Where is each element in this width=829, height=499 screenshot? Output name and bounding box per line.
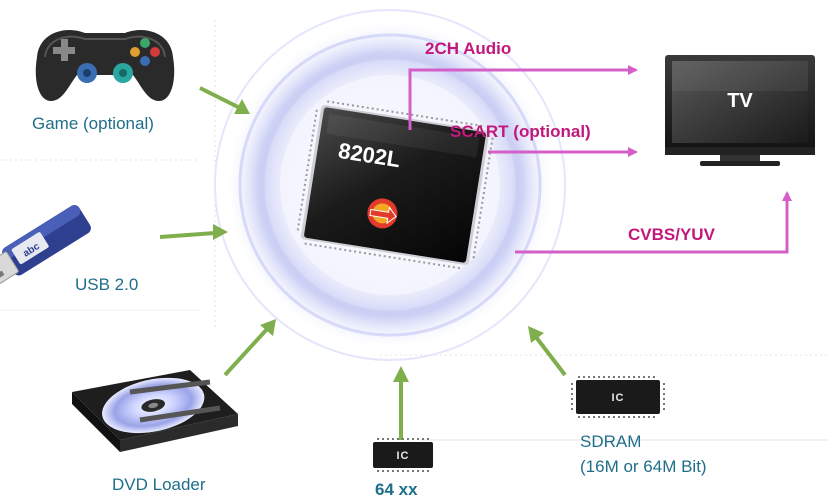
audio-output-label: 2CH Audio — [425, 39, 511, 58]
game-label: Game (optional) — [32, 114, 154, 133]
sdram-input-arrow — [528, 326, 567, 377]
tv-label: TV — [727, 90, 753, 112]
cvbs-output-label: CVBS/YUV — [628, 225, 716, 244]
sdram-label-line2: (16M or 64M Bit) — [580, 457, 707, 476]
usb-label: USB 2.0 — [75, 275, 138, 294]
dvd-loader-icon — [72, 370, 238, 452]
sdram-label-line1: SDRAM — [580, 432, 641, 451]
dvd-input-arrow — [223, 319, 276, 377]
game-input-arrow — [199, 86, 250, 114]
usb-input-arrow — [159, 224, 228, 240]
flash-label: 64 xx — [375, 480, 418, 499]
scart-output-label: SCART (optional) — [450, 122, 591, 141]
sdram-ic-label: IC — [612, 392, 625, 404]
gamepad-icon — [35, 30, 175, 101]
television-icon: TV — [665, 55, 815, 166]
input-arrows — [159, 86, 567, 440]
decoder-chip: 8202L — [296, 100, 494, 270]
audio-output-arrow — [408, 65, 638, 130]
sdram-ic-icon: IC — [571, 376, 665, 418]
usb-drive-icon: abc — [0, 205, 91, 286]
output-arrows — [408, 65, 792, 254]
cvbs-output-arrow — [515, 191, 792, 254]
flash-ic-icon: IC — [373, 438, 433, 472]
flash-ic-label: IC — [397, 450, 410, 462]
dvd-label: DVD Loader — [112, 475, 206, 494]
circle-arrow-logo-icon — [367, 198, 398, 229]
flash-input-arrow — [393, 366, 409, 440]
